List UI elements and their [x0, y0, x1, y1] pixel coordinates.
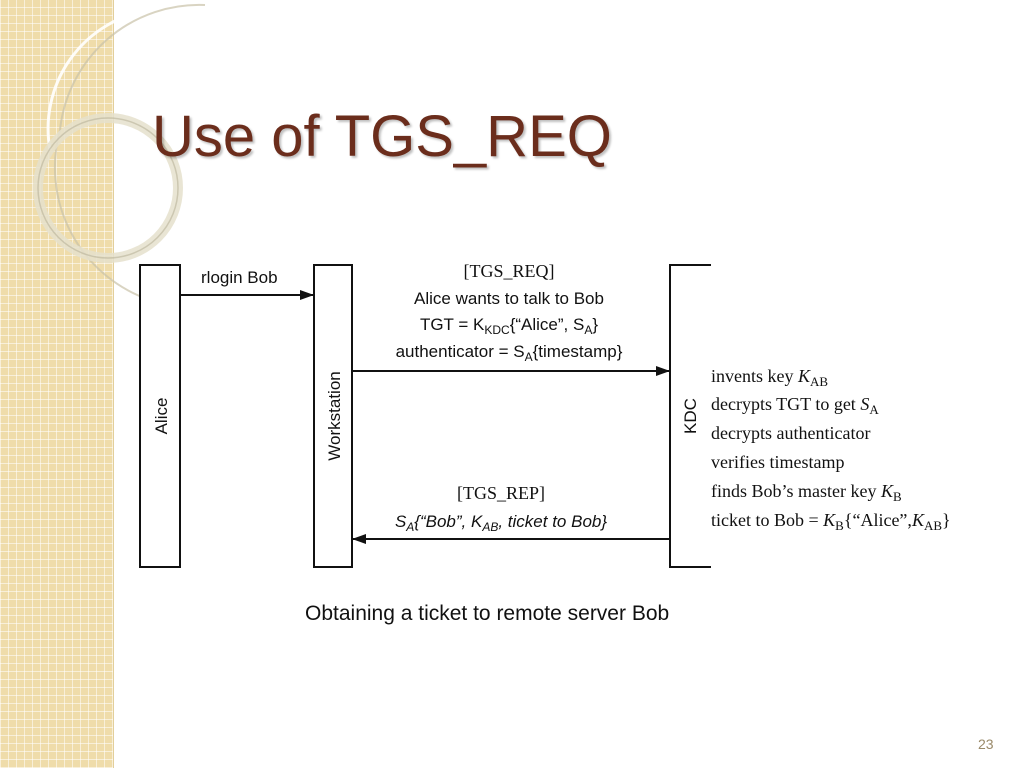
tgt-end: } — [592, 315, 598, 334]
tgs-req-line1: Alice wants to talk to Bob — [414, 289, 604, 308]
decorative-rings — [33, 3, 206, 301]
kdc-steps: invents key KAB decrypts TGT to get SA d… — [711, 366, 951, 533]
decorative-side-strip — [0, 0, 114, 768]
tgt-prefix: TGT = K — [420, 315, 485, 334]
kdc-label: KDC — [681, 398, 700, 434]
tgs-req-tgt: TGT = KKDC{“Alice”, SA} — [420, 315, 598, 337]
auth-body: {timestamp} — [533, 342, 623, 361]
kerberos-diagram: Alice Workstation KDC rlogin Bob [TGS_RE… — [138, 255, 1018, 575]
tgt-sub: KDC — [484, 323, 510, 337]
alice-box — [139, 264, 181, 568]
tgs-rep-header: [TGS_REP] — [457, 483, 545, 503]
auth-prefix: authenticator = S — [396, 342, 525, 361]
tgs-req-authenticator: authenticator = SA{timestamp} — [396, 342, 623, 364]
workstation-label: Workstation — [325, 371, 344, 460]
tgs-req-header: [TGS_REQ] — [464, 261, 555, 281]
kdc-step-ticket: ticket to Bob = KB{“Alice”,KAB} — [711, 510, 951, 533]
kdc-step-decrypt-authenticator: decrypts authenticator — [711, 423, 870, 443]
tgs-rep-body: SA{“Bob”, KAB, ticket to Bob} — [395, 512, 607, 534]
auth-sub: A — [525, 350, 533, 364]
kdc-step-invent-key: invents key KAB — [711, 366, 828, 389]
page-number: 23 — [978, 736, 994, 752]
slide-title: Use of TGS_REQ — [152, 104, 612, 169]
tgt-sub2: A — [584, 323, 592, 337]
kdc-step-find-master-key: finds Bob’s master key KB — [711, 481, 902, 504]
alice-label: Alice — [152, 398, 171, 435]
figure-caption: Obtaining a ticket to remote server Bob — [305, 602, 670, 625]
tgt-body: {“Alice”, S — [510, 315, 585, 334]
kdc-step-decrypt-tgt: decrypts TGT to get SA — [711, 394, 879, 417]
kdc-bracket — [669, 264, 711, 568]
kdc-step-verify-timestamp: verifies timestamp — [711, 452, 844, 472]
workstation-box — [313, 264, 353, 568]
rlogin-message: rlogin Bob — [201, 268, 278, 287]
